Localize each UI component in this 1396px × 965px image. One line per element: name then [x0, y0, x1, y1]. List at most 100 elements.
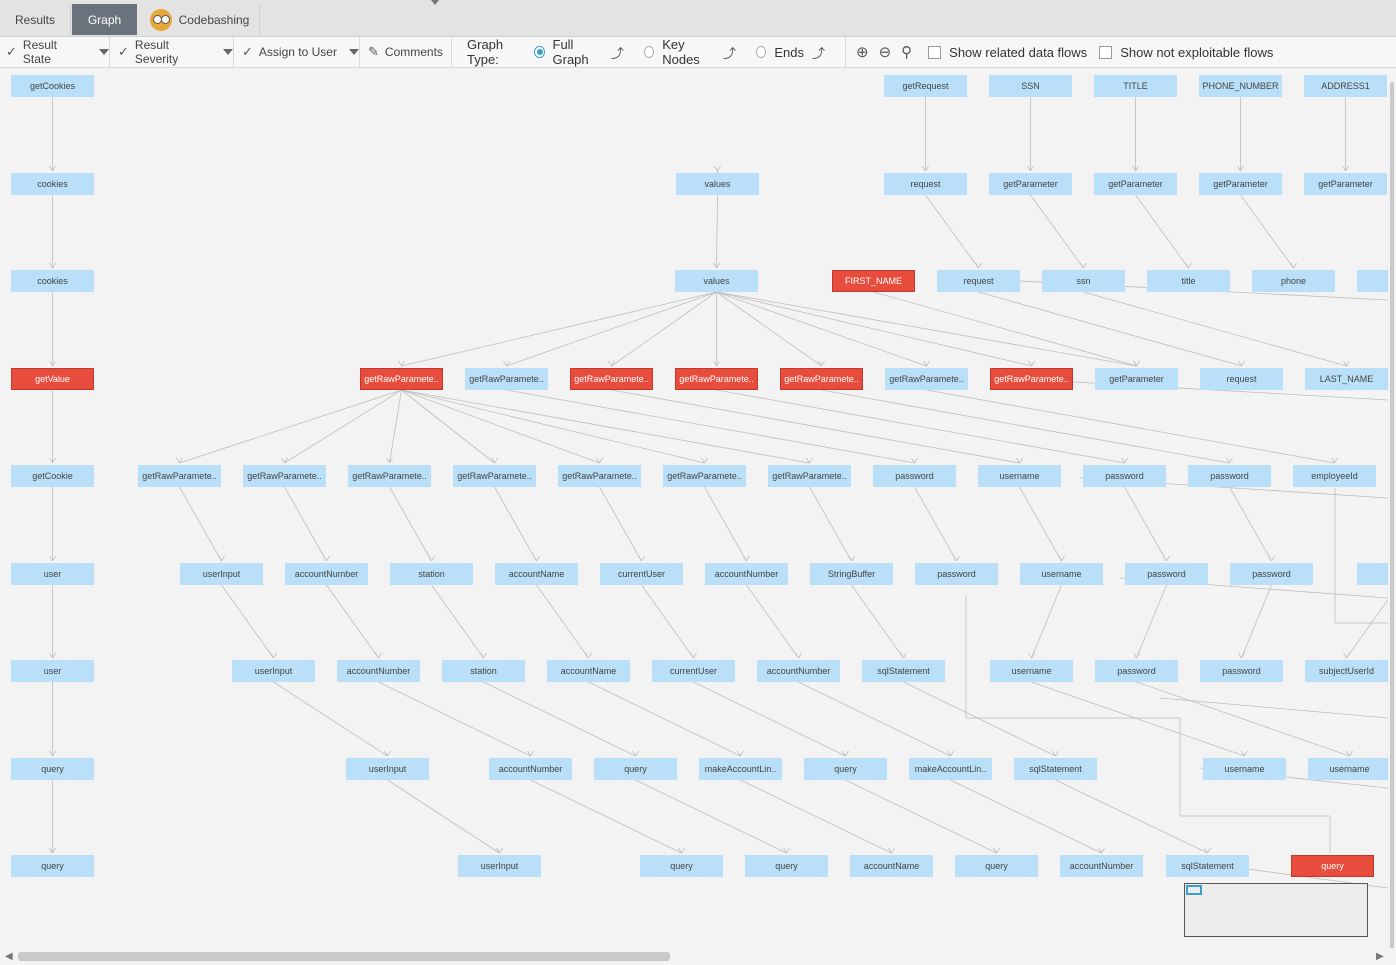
zoom-out-icon[interactable]: ⊖ — [878, 44, 892, 61]
graph-node[interactable]: getParameter — [1095, 368, 1178, 390]
graph-node[interactable]: accountNumber — [705, 563, 788, 585]
graph-node[interactable]: username — [1203, 758, 1286, 780]
graph-node[interactable]: getRawParamete.. — [885, 368, 968, 390]
graph-node[interactable]: accountName — [850, 855, 933, 877]
graph-node-vulnerable[interactable]: getRawParamete.. — [360, 368, 443, 390]
graph-node[interactable]: a — [1357, 270, 1388, 292]
graph-node[interactable]: currentUser — [652, 660, 735, 682]
graph-node[interactable]: getRawParamete.. — [453, 465, 536, 487]
graph-node[interactable]: query — [745, 855, 828, 877]
graph-node[interactable]: getRawParamete.. — [663, 465, 746, 487]
graph-node[interactable]: ADDRESS1 — [1304, 75, 1387, 97]
search-icon[interactable]: ⚲ — [901, 44, 913, 61]
assign-to-user-dropdown[interactable]: ✓ Assign to User — [234, 37, 360, 67]
graph-minimap[interactable] — [1184, 883, 1368, 937]
graph-node[interactable]: getRawParamete.. — [138, 465, 221, 487]
graph-node[interactable]: getCookie — [11, 465, 94, 487]
graph-node[interactable]: userInput — [232, 660, 315, 682]
graph-node[interactable]: request — [884, 173, 967, 195]
graph-node[interactable]: LAST_NAME — [1305, 368, 1388, 390]
graph-node[interactable]: getParameter — [989, 173, 1072, 195]
graph-node[interactable]: getRawParamete.. — [768, 465, 851, 487]
graph-node[interactable]: getParameter — [1304, 173, 1387, 195]
graph-node[interactable]: ssn — [1042, 270, 1125, 292]
graph-node[interactable]: password — [915, 563, 998, 585]
graph-node[interactable]: title — [1147, 270, 1230, 292]
graph-node[interactable]: password — [1083, 465, 1166, 487]
graph-node-vulnerable[interactable]: getRawParamete.. — [570, 368, 653, 390]
result-state-dropdown[interactable]: ✓ Result State — [0, 37, 110, 67]
graph-node[interactable]: StringBuffer — [810, 563, 893, 585]
graph-canvas[interactable]: getCookiesgetParameterVa..getRequestSSNT… — [0, 68, 1388, 948]
vertical-scrollbar[interactable] — [1388, 68, 1396, 952]
graph-node[interactable]: query — [11, 855, 94, 877]
graph-node[interactable]: sqlStatement — [1014, 758, 1097, 780]
graph-node-vulnerable[interactable]: query — [1291, 855, 1374, 877]
graph-node[interactable]: username — [978, 465, 1061, 487]
graph-node-vulnerable[interactable]: getRawParamete.. — [780, 368, 863, 390]
graph-node[interactable]: query — [804, 758, 887, 780]
graph-node-vulnerable[interactable]: FIRST_NAME — [832, 270, 915, 292]
minimap-viewport[interactable] — [1186, 885, 1202, 895]
graph-node-vulnerable[interactable]: getRawParamete.. — [675, 368, 758, 390]
graph-node[interactable]: SSN — [989, 75, 1072, 97]
graph-node[interactable]: getRawParamete.. — [243, 465, 326, 487]
graph-node[interactable]: sqlStatement — [862, 660, 945, 682]
graph-node[interactable]: username — [1308, 758, 1388, 780]
tab-graph[interactable]: Graph — [72, 4, 137, 35]
graph-node[interactable]: TITLE — [1094, 75, 1177, 97]
graph-node[interactable]: password — [1188, 465, 1271, 487]
graph-node[interactable]: user — [11, 563, 94, 585]
graph-node[interactable]: accountName — [547, 660, 630, 682]
graph-node[interactable]: username — [990, 660, 1073, 682]
graph-node[interactable]: subjectUserId — [1305, 660, 1388, 682]
graph-node[interactable]: request — [1200, 368, 1283, 390]
graph-node[interactable]: query — [594, 758, 677, 780]
graph-node[interactable]: query — [640, 855, 723, 877]
vertical-scroll-thumb[interactable] — [1390, 82, 1394, 952]
graph-node[interactable]: em — [1357, 563, 1388, 585]
graph-node[interactable]: username — [1020, 563, 1103, 585]
graph-node-vulnerable[interactable]: getValue — [11, 368, 94, 390]
scroll-right-icon[interactable]: ▶ — [1376, 951, 1384, 962]
scroll-left-icon[interactable]: ◀ — [5, 951, 13, 962]
graph-node[interactable]: accountNumber — [285, 563, 368, 585]
horizontal-scroll-thumb[interactable] — [18, 952, 670, 961]
graph-node[interactable]: password — [1200, 660, 1283, 682]
graph-node[interactable]: getRawParamete.. — [348, 465, 431, 487]
graph-node-vulnerable[interactable]: getRawParamete.. — [990, 368, 1073, 390]
tab-codebashing[interactable]: Codebashing — [140, 4, 260, 35]
graph-node[interactable]: cookies — [11, 173, 94, 195]
graph-node[interactable]: getRawParamete.. — [465, 368, 548, 390]
graph-node[interactable]: password — [1095, 660, 1178, 682]
graph-node[interactable]: values — [676, 173, 759, 195]
tab-results[interactable]: Results — [0, 4, 71, 35]
graph-node[interactable]: user — [11, 660, 94, 682]
graph-node[interactable]: getParameter — [1094, 173, 1177, 195]
collapse-caret-icon[interactable] — [431, 0, 439, 5]
graph-node[interactable]: makeAccountLin.. — [909, 758, 992, 780]
graph-node[interactable]: password — [1125, 563, 1208, 585]
graph-node[interactable]: cookies — [11, 270, 94, 292]
graph-node[interactable]: query — [11, 758, 94, 780]
graph-node[interactable]: getRawParamete.. — [558, 465, 641, 487]
graph-node[interactable]: password — [1230, 563, 1313, 585]
graph-node[interactable]: getRequest — [884, 75, 967, 97]
full-graph-radio[interactable] — [534, 46, 545, 58]
graph-node[interactable]: currentUser — [600, 563, 683, 585]
graph-node[interactable]: getParameter — [1199, 173, 1282, 195]
graph-node[interactable]: sqlStatement — [1166, 855, 1249, 877]
graph-node[interactable]: station — [390, 563, 473, 585]
result-severity-dropdown[interactable]: ✓ Result Severity — [110, 37, 234, 67]
graph-node[interactable]: makeAccountLin.. — [699, 758, 782, 780]
show-related-checkbox[interactable] — [928, 45, 942, 59]
graph-node[interactable]: request — [937, 270, 1020, 292]
graph-node[interactable]: password — [873, 465, 956, 487]
key-nodes-radio[interactable] — [643, 46, 655, 58]
graph-node[interactable]: employeeId — [1293, 465, 1376, 487]
graph-node[interactable]: PHONE_NUMBER — [1199, 75, 1282, 97]
graph-node[interactable]: accountNumber — [757, 660, 840, 682]
graph-node[interactable]: phone — [1252, 270, 1335, 292]
graph-node[interactable]: query — [955, 855, 1038, 877]
graph-node[interactable]: values — [675, 270, 758, 292]
